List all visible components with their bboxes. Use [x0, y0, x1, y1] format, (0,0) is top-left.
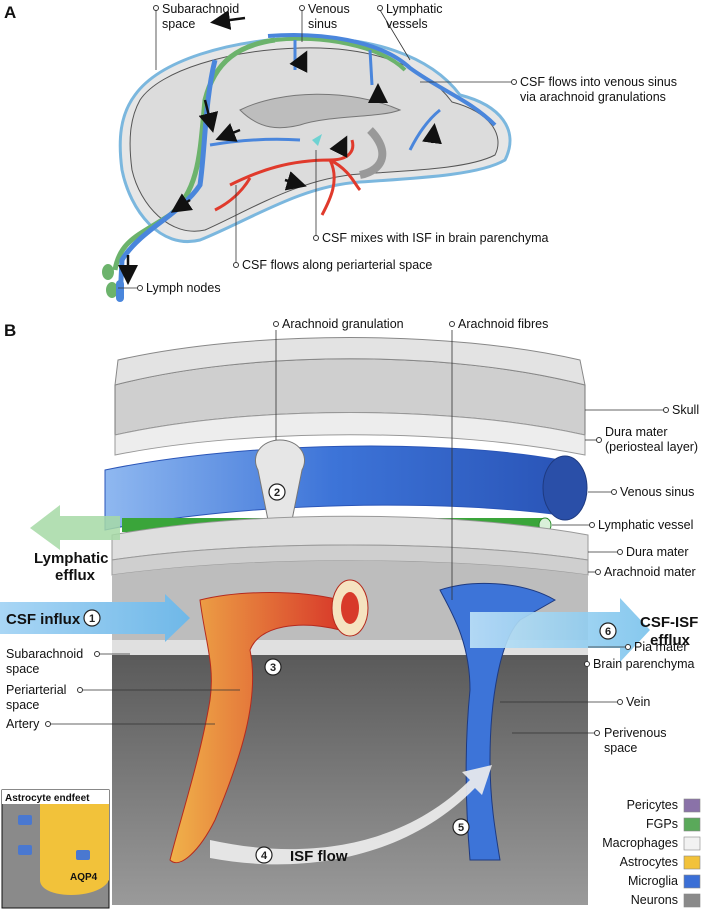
- label-skull: Skull: [672, 403, 699, 417]
- label-csf-isf-efflux-1: CSF-ISF: [640, 614, 698, 631]
- panel-b-letter: B: [4, 321, 16, 340]
- label-brain-parenchyma: Brain parenchyma: [593, 657, 694, 671]
- step-3: 3: [270, 662, 276, 674]
- label-subarachnoid-b2: space: [6, 662, 39, 676]
- label-lymphatic-efflux-2: efflux: [55, 567, 96, 584]
- label-dura-periosteal-2: (periosteal layer): [605, 440, 698, 454]
- label-pia-mater: Pia mater: [634, 640, 688, 654]
- label-subarachnoid-space-a2: space: [162, 17, 195, 31]
- label-lymphatic-vessel: Lymphatic vessel: [598, 518, 693, 532]
- legend-swatch-microglia: [683, 874, 701, 889]
- legend-swatch-fgps: [683, 817, 701, 832]
- legend-label-neurons: Neurons: [631, 893, 678, 907]
- inset-aqp4: AQP4: [70, 872, 98, 883]
- label-lymphatic-vessels-a2: vessels: [386, 17, 428, 31]
- label-venous-sinus-a1: Venous: [308, 2, 350, 16]
- label-subarachnoid-b1: Subarachnoid: [6, 647, 83, 661]
- label-dura-periosteal-1: Dura mater: [605, 425, 668, 439]
- inset-astrocyte-endfeet: Astrocyte endfeet AQP4: [1, 789, 110, 909]
- step-5: 5: [458, 822, 464, 834]
- label-csf-periarterial: CSF flows along periarterial space: [242, 258, 432, 272]
- legend-label-pericytes: Pericytes: [627, 798, 678, 812]
- legend-swatch-macrophages: [683, 836, 701, 851]
- step-2: 2: [274, 487, 280, 499]
- label-perivenous-1: Perivenous: [604, 726, 667, 740]
- label-arachnoid-granulation: Arachnoid granulation: [282, 317, 404, 331]
- step-markers: 1 2 3 4 5 6: [83, 483, 617, 864]
- label-csf-to-sinus-2: via arachnoid granulations: [520, 90, 666, 104]
- legend-swatch-astrocytes: [683, 855, 701, 870]
- legend-label-microglia: Microglia: [628, 874, 678, 888]
- label-lymphatic-vessels-a1: Lymphatic: [386, 2, 443, 16]
- label-arachnoid-fibres: Arachnoid fibres: [458, 317, 548, 331]
- meninges-cross-section: [0, 337, 650, 905]
- label-csf-isf-efflux-2: efflux: [650, 632, 691, 649]
- label-periarterial-1: Periarterial: [6, 683, 66, 697]
- label-venous-sinus-a2: sinus: [308, 17, 337, 31]
- label-csf-to-sinus-1: CSF flows into venous sinus: [520, 75, 677, 89]
- cell-type-legend: PericytesFGPsMacrophagesAstrocytesMicrog…: [602, 798, 701, 908]
- label-venous-sinus-b: Venous sinus: [620, 485, 694, 499]
- label-artery: Artery: [6, 717, 40, 731]
- label-csf-mixes: CSF mixes with ISF in brain parenchyma: [322, 231, 549, 245]
- label-subarachnoid-space-a1: Subarachnoid: [162, 2, 239, 16]
- brain-sagittal-section: [102, 10, 512, 302]
- legend-label-astrocytes: Astrocytes: [620, 855, 678, 869]
- label-arachnoid-mater: Arachnoid mater: [604, 565, 696, 579]
- step-1: 1: [89, 613, 95, 625]
- label-isf-flow: ISF flow: [290, 848, 348, 865]
- label-perivenous-2: space: [604, 741, 637, 755]
- legend-label-fgps: FGPs: [646, 817, 678, 831]
- step-6: 6: [605, 626, 611, 638]
- panel-a-letter: A: [4, 3, 16, 22]
- label-lymph-nodes: Lymph nodes: [146, 281, 221, 295]
- legend-swatch-neurons: [683, 893, 701, 908]
- step-4: 4: [261, 850, 268, 862]
- legend-swatch-pericytes: [683, 798, 701, 813]
- label-periarterial-2: space: [6, 698, 39, 712]
- label-csf-influx: CSF influx: [6, 611, 81, 628]
- label-vein: Vein: [626, 695, 650, 709]
- label-dura-mater: Dura mater: [626, 545, 689, 559]
- inset-title: Astrocyte endfeet: [5, 793, 90, 804]
- label-lymphatic-efflux-1: Lymphatic: [34, 550, 108, 567]
- legend-label-macrophages: Macrophages: [602, 836, 678, 850]
